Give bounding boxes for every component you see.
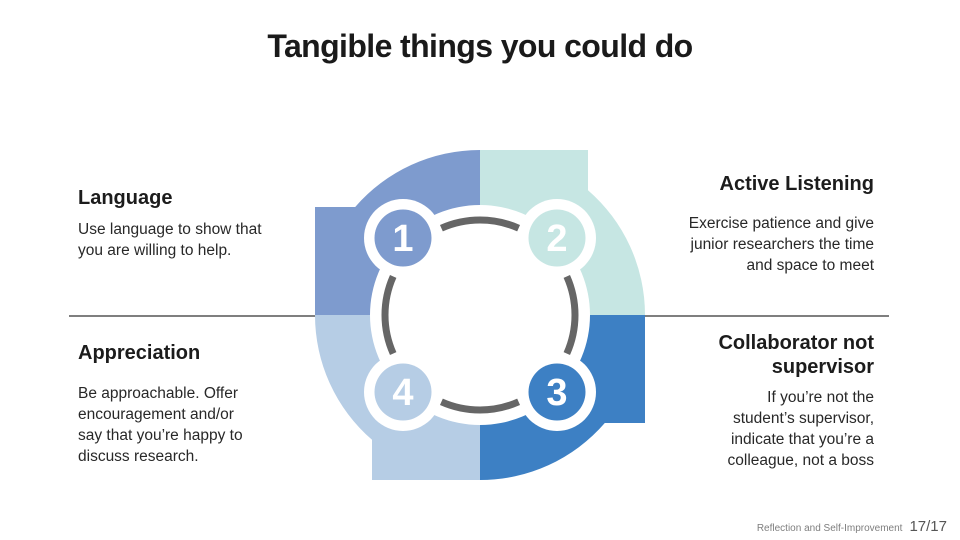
segment-4-description: Be approachable. Offer encouragement and…: [78, 385, 243, 465]
segment-1-textblock: Language Use language to show that you a…: [78, 186, 308, 261]
segment-4-title: Appreciation: [78, 342, 201, 364]
badge-1: 1: [364, 199, 442, 277]
badge-2-fill: [528, 209, 586, 267]
inner-ring-arc-right: [563, 274, 579, 356]
footer-page-number: 17/17: [909, 518, 947, 535]
segment-2-title: Active Listening: [719, 173, 874, 195]
badge-4-fill: [374, 363, 432, 421]
badge-2-number: 2: [546, 218, 567, 260]
inner-ring-arc-left: [381, 274, 397, 356]
segment-4-textblock: Appreciation Be approachable. Offer enco…: [78, 341, 308, 467]
slide-footer: Reflection and Self-Improvement 17/17: [757, 518, 947, 535]
segment-2-textblock: Active Listening Exercise patience and g…: [604, 172, 874, 276]
badge-4: 4: [364, 353, 442, 431]
segment-3-description: If you’re not the student’s supervisor, …: [727, 389, 875, 469]
inner-ring-arc-top: [439, 216, 521, 232]
segment-2-description: Exercise patience and give junior resear…: [688, 215, 874, 274]
badge-4-number: 4: [392, 372, 413, 414]
badge-3-number: 3: [546, 372, 567, 414]
segment-3-title: Collaborator not supervisor: [718, 332, 874, 378]
inner-ring-arc-bottom: [439, 398, 521, 414]
badge-2: 2: [518, 199, 596, 277]
segment-1-description: Use language to show that you are willin…: [78, 221, 262, 259]
badge-3: 3: [518, 353, 596, 431]
badge-1-number: 1: [392, 218, 413, 260]
footer-section-label: Reflection and Self-Improvement: [756, 523, 903, 534]
inner-ring-arcs: [381, 216, 579, 414]
badge-3-fill: [528, 363, 586, 421]
segment-1-title: Language: [78, 187, 173, 209]
cycle-diagram: 1 2 3 4: [315, 149, 645, 481]
slide-title: Tangible things you could do: [267, 28, 693, 64]
badge-1-fill: [374, 209, 432, 267]
segment-3-textblock: Collaborator not supervisor If you’re no…: [624, 331, 874, 471]
